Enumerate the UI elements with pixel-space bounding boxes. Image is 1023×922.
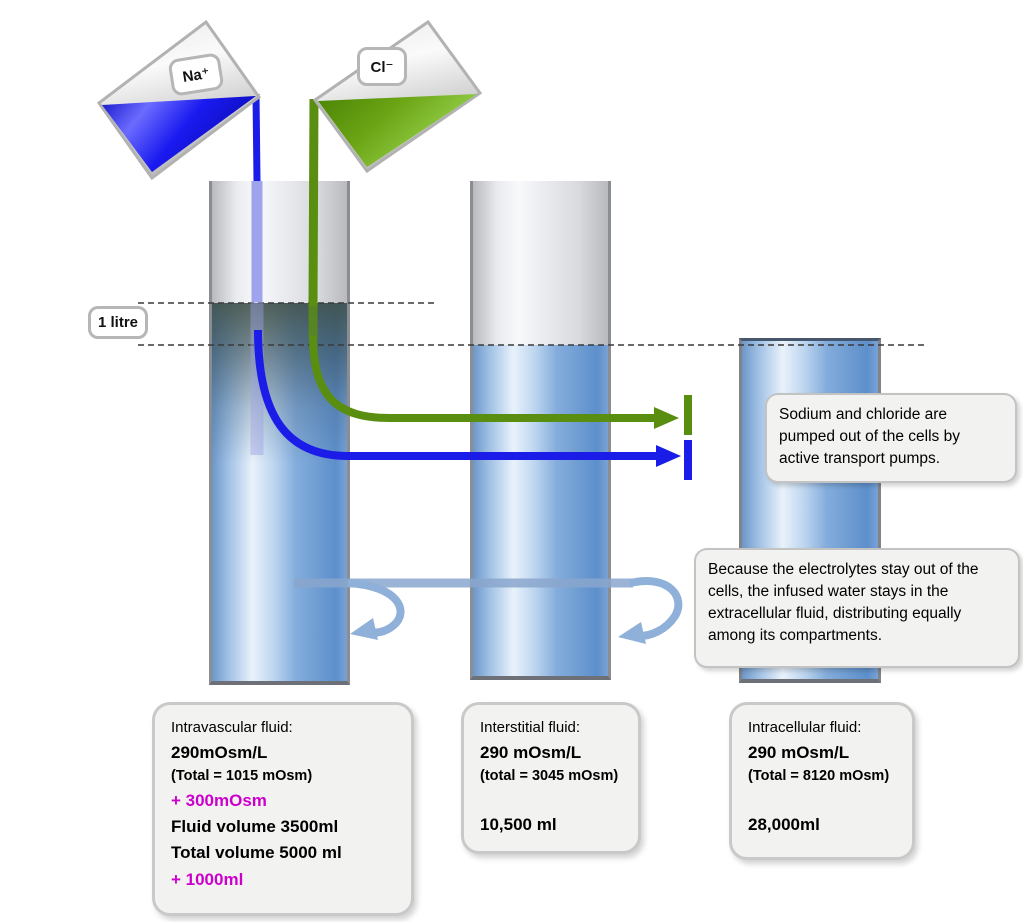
intracellular-total-osm: (Total = 8120 mOsm) [748, 767, 890, 784]
intravascular-total-osm: (Total = 1015 mOsm) [171, 767, 313, 784]
distribution-note: Because the electrolytes stay out of the… [694, 548, 1020, 668]
cl-label: Cl⁻ [357, 47, 407, 86]
cl-beaker-liquid [318, 94, 477, 167]
water-loop-arrowhead-left [350, 618, 378, 640]
pump-note: Sodium and chloride are pumped out of th… [765, 393, 1017, 483]
water-loop-arrowhead-right [618, 622, 646, 644]
water-loop-arrow-right [629, 577, 683, 641]
water-loop-arrow-left [347, 579, 405, 637]
intracellular-osmolarity: 290 mOsm/L [748, 742, 850, 762]
intravascular-info-box: Intravascular fluid: 290mOsm/L (Total = … [152, 702, 414, 916]
intravascular-fluid-volume: Fluid volume 3500ml [171, 816, 339, 836]
na-label: Na⁺ [167, 52, 225, 97]
one-litre-label-text: 1 litre [97, 314, 139, 331]
intracellular-info-box: Intracellular fluid: 290 mOsm/L (Total =… [729, 702, 915, 860]
na-beaker [96, 19, 262, 181]
intravascular-title: Intravascular fluid: [171, 719, 293, 736]
intracellular-title: Intracellular fluid: [748, 719, 862, 736]
intravascular-glass-wall [209, 181, 350, 685]
na-stream [252, 93, 261, 182]
na-pump-bar [684, 440, 692, 480]
intracellular-volume: 28,000ml [748, 814, 820, 834]
cl-label-text: Cl⁻ [370, 58, 394, 76]
intravascular-added-volume: + 1000ml [171, 869, 244, 889]
spacer [748, 788, 896, 812]
interstitial-osmolarity: 290 mOsm/L [480, 742, 582, 762]
cl-pump-bar [684, 395, 692, 435]
one-litre-label: 1 litre [88, 306, 148, 339]
interstitial-glass-wall [470, 181, 611, 680]
na-beaker-liquid [102, 96, 256, 172]
na-flow-arrowhead [656, 445, 681, 467]
intravascular-total-volume: Total volume 5000 ml [171, 843, 342, 863]
interstitial-cylinder [470, 181, 611, 680]
interstitial-total-osm: (total = 3045 mOsm) [480, 767, 619, 784]
intravascular-osmolarity: 290mOsm/L [171, 742, 268, 762]
pump-note-text: Sodium and chloride are pumped out of th… [779, 406, 960, 467]
cl-flow-arrowhead [654, 407, 679, 429]
interstitial-glass-empty [473, 181, 608, 345]
intravascular-cylinder [209, 181, 350, 685]
distribution-note-text: Because the electrolytes stay out of the… [708, 561, 979, 644]
spacer [480, 788, 622, 812]
intravascular-glass-empty [212, 181, 347, 303]
interstitial-title: Interstitial fluid: [480, 719, 581, 736]
na-label-text: Na⁺ [181, 64, 211, 86]
intravascular-added-osm: + 300mOsm [171, 790, 267, 810]
interstitial-volume: 10,500 ml [480, 814, 557, 834]
cl-beaker [312, 19, 483, 174]
interstitial-info-box: Interstitial fluid: 290 mOsm/L (total = … [461, 702, 641, 854]
